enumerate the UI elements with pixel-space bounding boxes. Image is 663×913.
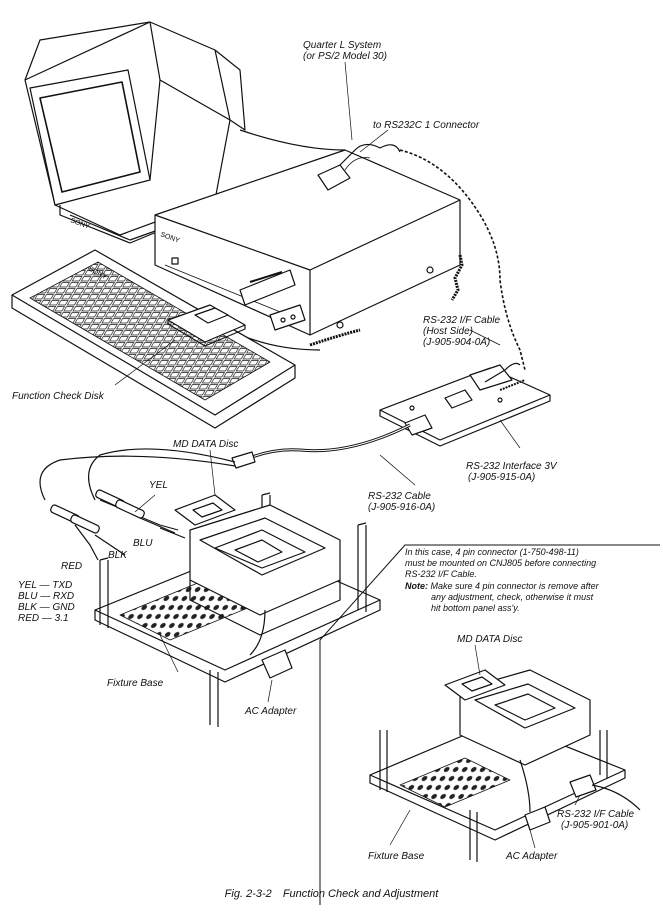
legend-entry: RED — 3.1 [18, 613, 69, 624]
label-fixture-base: Fixture Base [107, 678, 164, 689]
caption-fig: Fig. 2-3-2 [224, 888, 272, 900]
label-ac-adapter: AC Adapter [245, 706, 297, 717]
label-md-data-disc: MD DATA Disc [173, 439, 239, 450]
label-host-side: (Host Side) [423, 326, 474, 337]
caption-title: Function Check and Adjustment [282, 888, 439, 900]
label-yel: YEL [149, 480, 168, 491]
label-if-cable: RS-232 I/F Cable [557, 809, 635, 820]
fixture-main [94, 492, 381, 727]
label-rs232c-connector: to RS232C 1 Connector [373, 120, 480, 131]
label-red: RED [61, 561, 83, 572]
note-line: must be mounted on CNJ805 before connect… [405, 558, 597, 569]
inset-frame [319, 544, 660, 905]
label-if-cable-part: (J-905-901-0A) [561, 820, 629, 831]
label-blu: BLU [133, 538, 153, 549]
flat-cable [239, 423, 411, 464]
wire-legend: YEL — TXD BLU — RXD BLK — GND RED — 3.1 [18, 580, 75, 624]
legend-entry: BLU — RXD [18, 591, 75, 602]
note-line: any adjustment, check, otherwise it must [431, 591, 594, 602]
label-function-check-disk: Function Check Disk [12, 391, 104, 402]
note-bold: Note: [405, 580, 428, 591]
computer-unit [154, 149, 461, 336]
probe-leads [39, 448, 236, 561]
legend-entry: YEL — TXD [18, 580, 73, 591]
function-check-disk-drawing [167, 304, 246, 347]
label-ps2-model: (or PS/2 Model 30) [303, 51, 387, 62]
label-rs232-cable-part: (J-905-916-0A) [368, 502, 436, 513]
label-blk: BLK [108, 550, 127, 561]
label-fixture-base-inset: Fixture Base [368, 851, 425, 862]
monitor [24, 21, 246, 244]
label-host-cable-part: (J-905-904-0A) [423, 337, 491, 348]
db-connector [317, 143, 401, 191]
note-line: In this case, 4 pin connector (1-750-498… [405, 547, 579, 557]
keyboard [11, 249, 296, 429]
note-line: Make sure 4 pin connector is remove afte… [428, 580, 599, 591]
label-host-cable: RS-232 I/F Cable [423, 315, 501, 326]
legend-entry: BLK — GND [18, 602, 75, 613]
inset-note: In this case, 4 pin connector (1-750-498… [405, 547, 655, 614]
label-interface-3v-part: (J-905-915-0A) [468, 472, 536, 483]
note-line: RS-232 I/F Cable. [405, 569, 477, 580]
note-line: hit bottom panel ass'y. [431, 603, 520, 614]
label-quarter-l-system: Quarter L System [303, 40, 382, 51]
label-md-data-disc-inset: MD DATA Disc [457, 634, 523, 645]
leader-lines [114, 61, 581, 849]
label-ac-adapter-inset: AC Adapter [506, 851, 558, 862]
label-interface-3v: RS-232 Interface 3V [466, 461, 557, 472]
figure-caption: Fig. 2-3-2 Function Check and Adjustment [0, 888, 663, 900]
coiled-cable-host [399, 149, 526, 371]
label-rs232-cable: RS-232 Cable [368, 491, 431, 502]
fixture-inset [369, 669, 641, 862]
interface-board [379, 362, 551, 447]
